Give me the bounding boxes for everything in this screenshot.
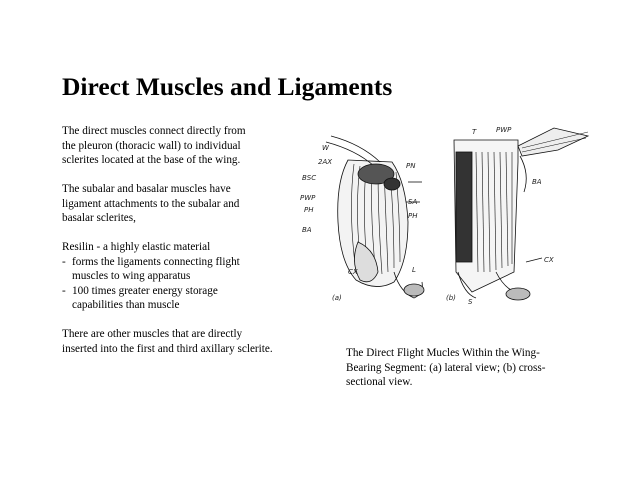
label-ba-b: BA	[532, 178, 542, 186]
paragraph-subalar-basalar: The subalar and basalar muscles have lig…	[62, 182, 312, 226]
label-ph: PH	[304, 206, 314, 214]
label-s: S	[468, 298, 473, 306]
lateral-view-drawing	[325, 135, 425, 299]
label-ba: BA	[302, 226, 312, 234]
list-dash: -	[62, 284, 66, 297]
slide-body: The direct muscles connect directly from…	[62, 124, 312, 371]
text-line: 100 times greater energy storage	[72, 284, 218, 297]
label-ph-right: PH	[408, 212, 418, 220]
cross-section-labels: T PWP BA CX (b) S	[446, 126, 554, 306]
label-sa: SA	[408, 198, 417, 206]
flight-muscle-figure: W 2AX BSC PWP PH BA PN SA PH CX L (a)	[296, 122, 592, 308]
slide-title: Direct Muscles and Ligaments	[62, 72, 393, 101]
resilin-list: - forms the ligaments connecting flight …	[62, 255, 312, 313]
label-pwp: PWP	[300, 194, 316, 202]
text-line: The Direct Flight Mucles Within the Wing…	[346, 347, 540, 359]
text-line: forms the ligaments connecting flight	[72, 255, 240, 268]
paragraph-closing: There are other muscles that are directl…	[62, 327, 312, 356]
text-line: sectional view.	[346, 376, 413, 388]
label-pn: PN	[406, 162, 416, 170]
text-line: The subalar and basalar muscles have	[62, 183, 231, 195]
resilin-heading: Resilin - a highly elastic material	[62, 241, 211, 253]
text-line: ligament attachments to the subalar and	[62, 197, 240, 210]
lateral-view-labels: W 2AX BSC PWP PH BA PN SA PH CX L (a)	[300, 144, 418, 302]
label-l: L	[412, 266, 416, 274]
label-bsc: BSC	[302, 174, 316, 182]
label-w: W	[322, 144, 330, 152]
label-t: T	[472, 128, 477, 136]
text-line: Bearing Segment: (a) lateral view; (b) c…	[346, 361, 546, 374]
paragraph-direct-muscles: The direct muscles connect directly from…	[62, 124, 312, 168]
flight-muscle-drawing: W 2AX BSC PWP PH BA PN SA PH CX L (a)	[300, 126, 590, 306]
label-pwp-b: PWP	[496, 126, 512, 134]
label-b: (b)	[446, 294, 456, 302]
cross-section-drawing	[453, 127, 590, 301]
text-line: There are other muscles that are directl…	[62, 328, 243, 340]
text-line: capabilities than muscle	[72, 299, 180, 311]
label-cx-b: CX	[544, 256, 554, 264]
list-item: - forms the ligaments connecting flight …	[62, 255, 312, 284]
text-line: sclerites located at the base of the win…	[62, 154, 241, 166]
list-dash: -	[62, 255, 66, 268]
text-line: muscles to wing apparatus	[72, 270, 191, 282]
text-line: basalar sclerites,	[62, 212, 136, 224]
text-line: inserted into the first and third axilla…	[62, 342, 273, 355]
list-item: - 100 times greater energy storage capab…	[62, 284, 312, 313]
label-2ax: 2AX	[318, 158, 332, 166]
label-cx: CX	[348, 268, 358, 276]
figure-caption: The Direct Flight Mucles Within the Wing…	[346, 346, 586, 390]
label-a: (a)	[332, 294, 342, 302]
resilin-section: Resilin - a highly elastic material - fo…	[62, 240, 312, 313]
text-line: the pleuron (thoracic wall) to individua…	[62, 139, 241, 152]
text-line: The direct muscles connect directly from	[62, 125, 246, 137]
